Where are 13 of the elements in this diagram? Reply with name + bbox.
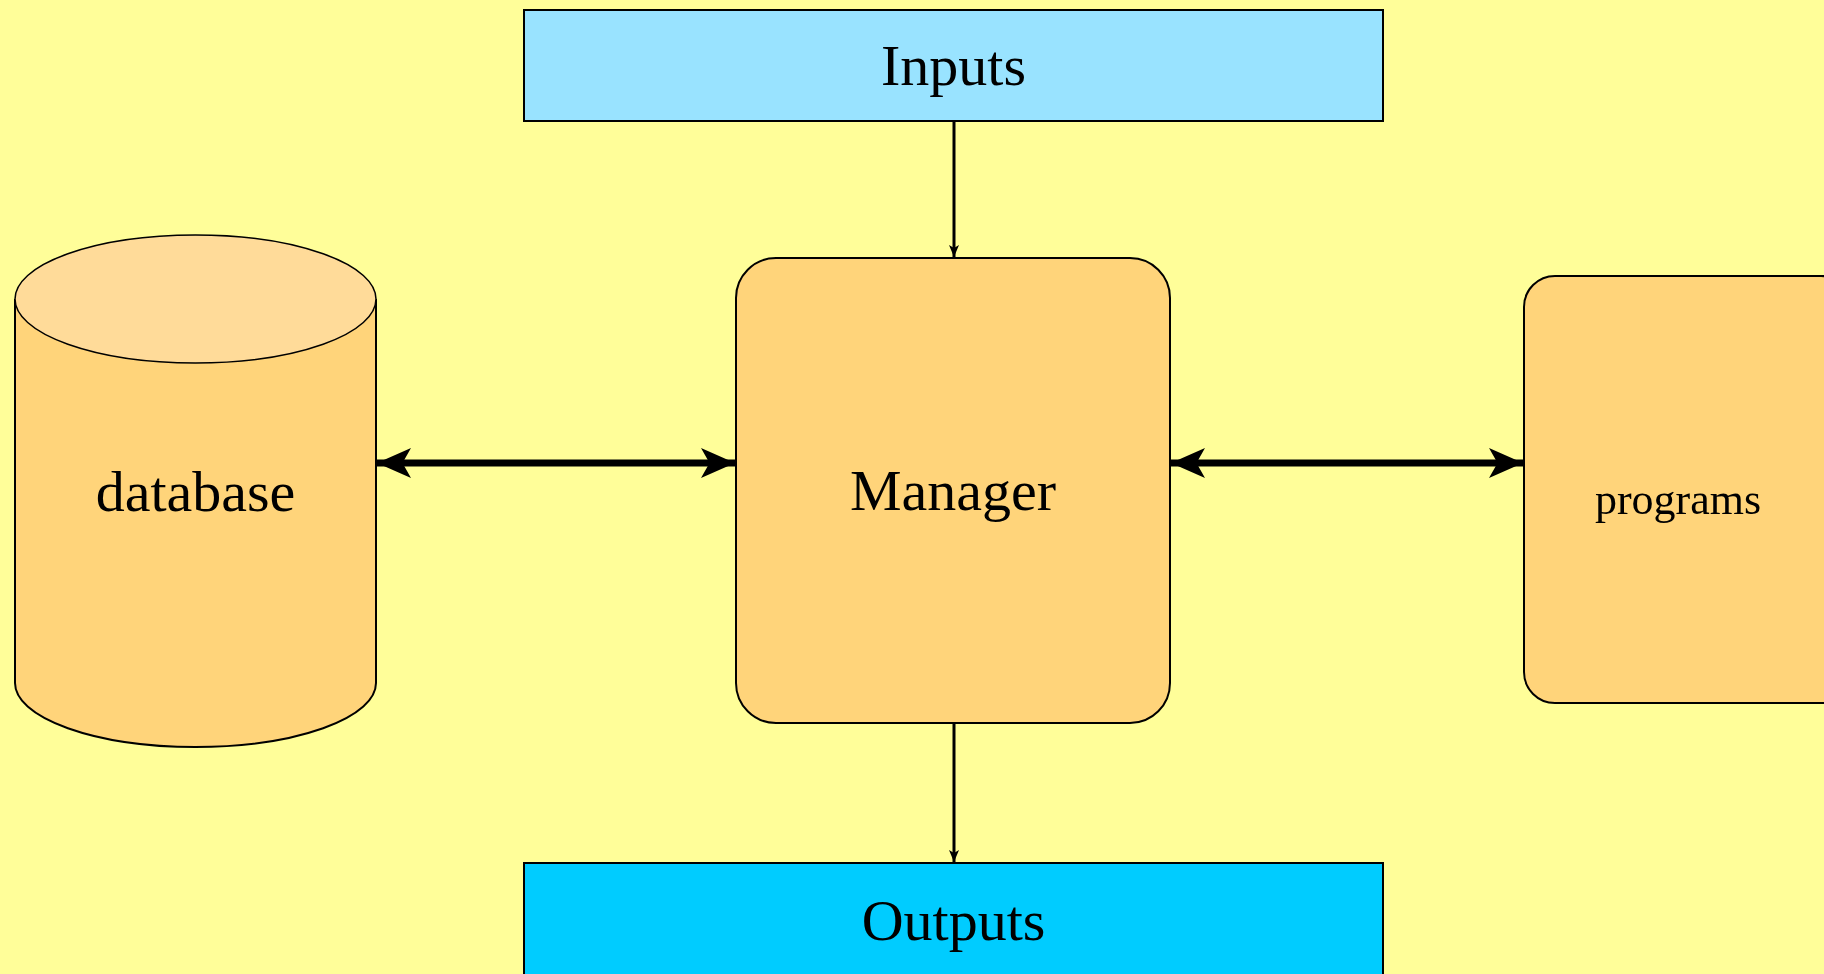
process-box xyxy=(1523,275,1824,704)
output-box xyxy=(523,862,1384,974)
node-label: Manager xyxy=(849,457,1057,524)
arrow xyxy=(1171,448,1523,478)
arrow xyxy=(949,724,959,862)
arrow xyxy=(949,122,959,257)
node-label: database xyxy=(95,457,296,525)
process-box xyxy=(735,257,1171,724)
database-cylinder xyxy=(14,234,377,748)
node-label: Inputs xyxy=(881,32,1026,99)
node-label: programs xyxy=(1594,474,1762,525)
node-label: Outputs xyxy=(861,886,1046,954)
input-box xyxy=(523,9,1384,122)
